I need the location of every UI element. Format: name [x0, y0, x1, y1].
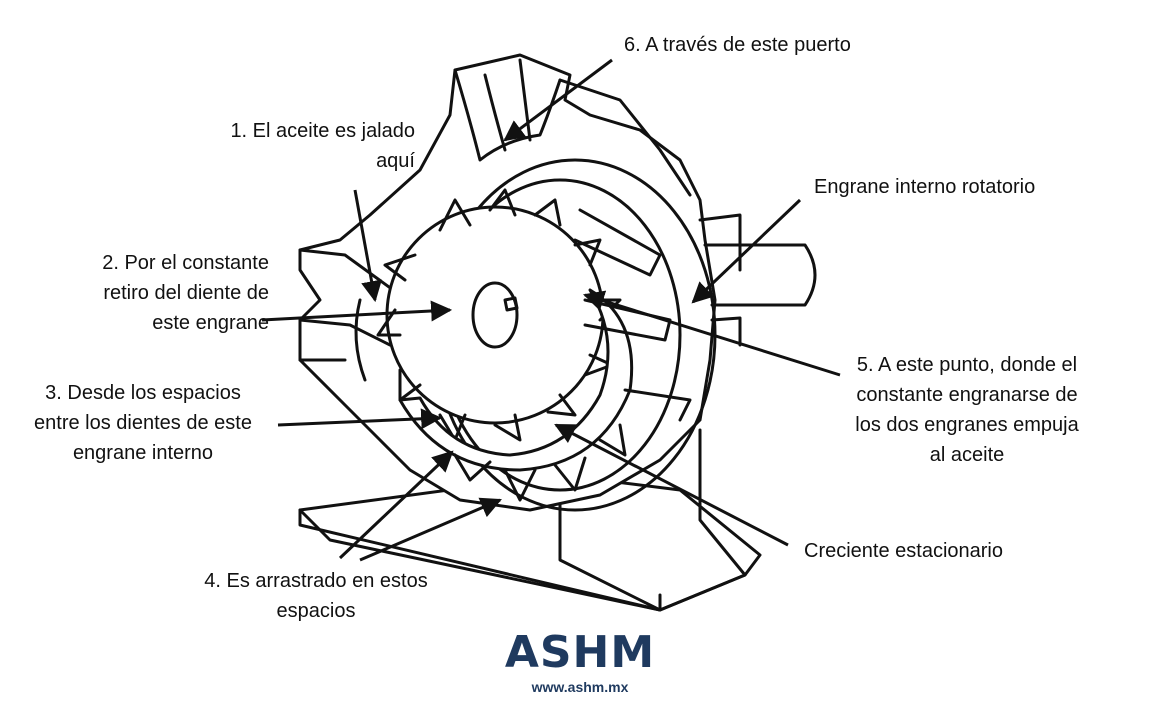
label-3: 3. Desde los espacios entre los dientes … — [34, 382, 252, 464]
right-block-lower — [710, 316, 742, 347]
arrows — [261, 58, 841, 562]
ashm-logo: ASHM www.ashm.mx — [500, 628, 660, 704]
arrow-crescent — [554, 423, 789, 547]
arrow-4b — [359, 497, 502, 562]
label-crescent: Creciente estacionario — [804, 540, 1003, 562]
pump-drawing — [298, 53, 817, 612]
label-internal-gear: Engrane interno rotatorio — [814, 176, 1036, 198]
logo-brand: ASHM — [504, 627, 656, 678]
label-4: 4. Es arrastrado en estos espacios — [204, 570, 428, 622]
label-6: 6. A través de este puerto — [624, 34, 851, 56]
arrow-3 — [277, 408, 443, 430]
label-1: 1. El aceite es jalado aquí — [230, 120, 415, 172]
shaft — [703, 243, 817, 307]
arrow-2 — [261, 300, 453, 322]
arrow-4a — [338, 450, 454, 560]
arrow-internal-gear — [691, 198, 802, 304]
arrow-6 — [503, 58, 613, 142]
base-plate-edge — [298, 508, 662, 612]
pinion-shaft-hole — [471, 281, 519, 349]
outlet-port — [453, 68, 562, 162]
right-foot — [558, 428, 747, 612]
arrow-1 — [353, 189, 382, 303]
right-block — [698, 213, 742, 272]
logo-url: www.ashm.mx — [531, 679, 629, 695]
label-5: 5. A este punto, donde el constante engr… — [855, 354, 1079, 466]
label-2: 2. Por el constante retiro del diente de… — [102, 252, 269, 334]
arrow-5 — [582, 290, 841, 377]
